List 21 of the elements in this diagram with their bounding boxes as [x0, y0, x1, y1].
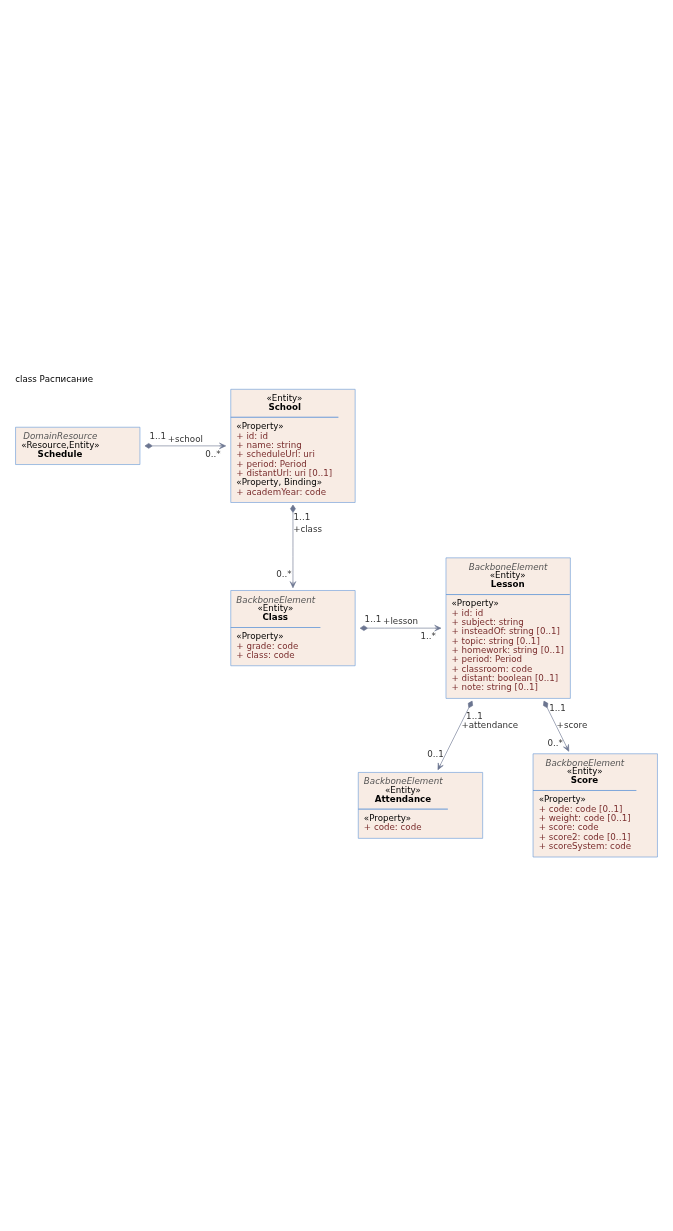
- label: 1..1: [466, 710, 483, 721]
- label: 0..*: [276, 568, 292, 579]
- label: 0..*: [205, 448, 221, 459]
- label: 0..1: [427, 748, 444, 759]
- edge-label: +class: [293, 523, 323, 534]
- label: 1..*: [420, 630, 436, 641]
- label: 1..1: [149, 430, 166, 441]
- diagram-title: class Расписание: [15, 373, 93, 384]
- label: 1..1: [364, 613, 382, 624]
- edge-label: +attendance: [461, 719, 519, 730]
- arrow: [289, 504, 297, 588]
- arrow: [359, 624, 442, 631]
- arrow: [543, 700, 570, 752]
- label: 0..*: [547, 737, 563, 748]
- edge-label: +score: [556, 719, 588, 730]
- edge-label: +lesson: [383, 615, 419, 626]
- edge-label: +school: [167, 433, 203, 444]
- arrow: [144, 442, 226, 449]
- label: 1..1: [293, 511, 311, 522]
- label: 1..1: [549, 702, 566, 713]
- arrow: [437, 700, 473, 770]
